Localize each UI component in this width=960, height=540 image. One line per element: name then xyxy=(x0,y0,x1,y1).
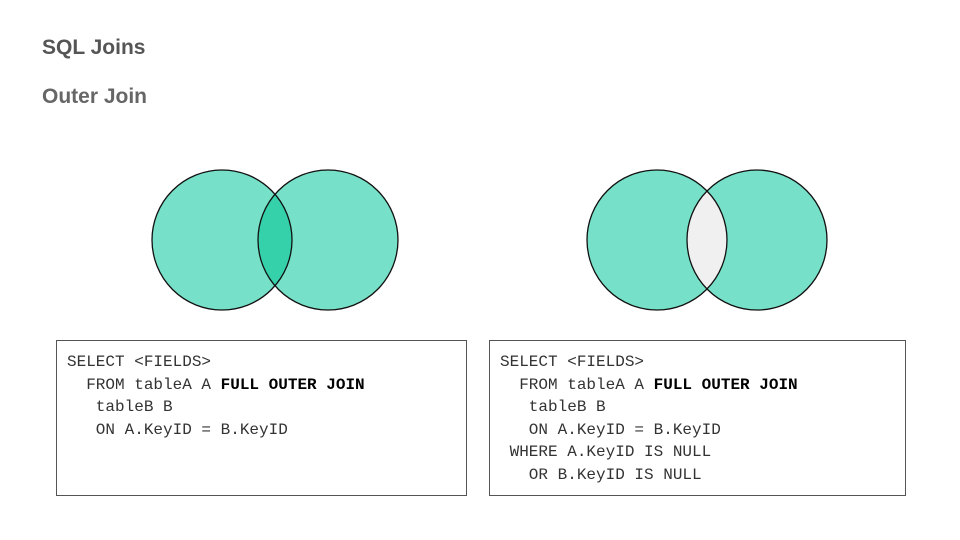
code-block-full-outer-join: SELECT <FIELDS> FROM tableA A FULL OUTER… xyxy=(56,340,467,496)
venn-outline-table-a xyxy=(151,169,293,311)
venn-diagram-full-outer-join xyxy=(151,169,399,311)
code-keyword: FULL OUTER JOIN xyxy=(653,375,798,394)
venn-outline-table-b xyxy=(686,169,828,311)
code-text: FROM tableA A xyxy=(500,375,654,394)
venn-outline-table-b xyxy=(257,169,399,311)
venn-circle-table-a xyxy=(152,170,292,310)
slide-subtitle: Outer Join xyxy=(42,85,148,108)
code-line: SELECT <FIELDS> xyxy=(500,353,645,371)
code-line: OR B.KeyID IS NULL xyxy=(500,465,702,484)
venn-circle-table-b xyxy=(258,170,398,310)
code-line: FROM tableA A FULL OUTER JOIN xyxy=(67,374,466,397)
slide-title: SQL Joins xyxy=(42,36,146,59)
venn-outline-table-a xyxy=(586,169,728,311)
code-line: FROM tableA A FULL OUTER JOIN xyxy=(500,374,905,397)
venn-circle-table-a xyxy=(587,170,727,310)
code-line: tableB B xyxy=(500,398,606,416)
code-block-full-outer-join-exclusive: SELECT <FIELDS> FROM tableA A FULL OUTER… xyxy=(489,340,906,496)
code-text: FROM tableA A xyxy=(67,375,221,394)
code-line: SELECT <FIELDS> xyxy=(67,353,212,371)
code-line: ON A.KeyID = B.KeyID xyxy=(500,420,721,439)
code-line: WHERE A.KeyID IS NULL xyxy=(500,443,712,461)
code-line: ON A.KeyID = B.KeyID xyxy=(67,420,288,439)
venn-circle-table-b xyxy=(687,170,827,310)
venn-diagram-full-outer-join-exclusive xyxy=(586,169,828,311)
code-line: tableB B xyxy=(67,398,173,416)
code-keyword: FULL OUTER JOIN xyxy=(220,375,365,394)
